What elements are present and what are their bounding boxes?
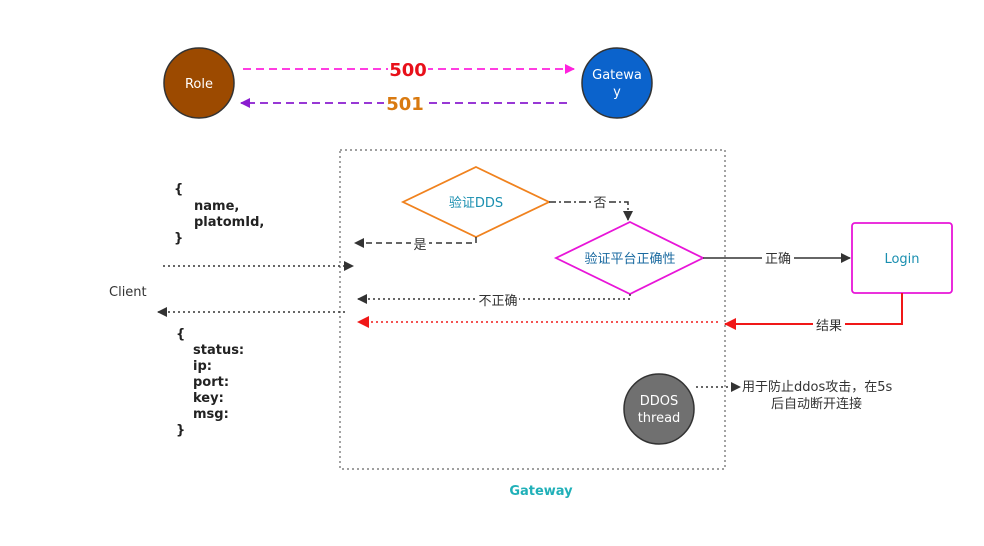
gateway-node	[581, 47, 653, 119]
response-field-msg: msg:	[193, 407, 229, 422]
role-node	[163, 47, 235, 119]
edge-dds-no-label: 否	[593, 196, 606, 211]
edge-platform-incorrect-label-bg	[477, 292, 519, 308]
edge-500-label-bg	[388, 59, 428, 79]
response-field-ip: ip:	[193, 359, 212, 374]
ddos-note-line2: 后自动断开连接	[771, 396, 862, 412]
request-open-brace: {	[174, 182, 183, 197]
edge-dds-yes-label: 是	[413, 238, 426, 253]
gateway-container-label: Gateway	[509, 484, 573, 499]
edge-platform-incorrect-label: 不正确	[478, 294, 517, 309]
gateway-container	[339, 149, 726, 470]
edge-501-label: 501	[386, 94, 424, 115]
edge-dds-no-label-bg	[591, 194, 609, 210]
edge-login-result-label: 结果	[816, 319, 842, 334]
client-label: Client	[109, 285, 147, 300]
request-field-platomid: platomId,	[194, 215, 264, 230]
gateway-node-label-line1: Gatewa	[592, 68, 642, 83]
edge-501-label-bg	[384, 93, 426, 113]
login-node-label: Login	[884, 252, 919, 267]
role-node-label: Role	[185, 77, 213, 92]
edge-dds-yes-label-bg	[411, 236, 429, 252]
ddos-note-line1: 用于防止ddos攻击，在5s	[742, 379, 893, 395]
gateway-node-label-line2: y	[613, 85, 621, 100]
edge-platform-correct-label: 正确	[765, 252, 791, 267]
edge-dds-no	[549, 201, 633, 221]
ddos-thread-label-line2: thread	[638, 411, 681, 426]
edge-dds-yes	[354, 237, 477, 248]
ddos-thread-label-line1: DDOS	[640, 394, 679, 409]
response-open-brace: {	[176, 327, 185, 342]
verify-platform-label: 验证平台正确性	[584, 251, 675, 267]
response-close-brace: }	[176, 423, 185, 438]
verify-dds-label: 验证DDS	[449, 195, 503, 211]
edge-platform-correct-label-bg	[762, 250, 794, 266]
request-field-name: name,	[194, 199, 239, 214]
edge-platform-incorrect	[357, 294, 631, 304]
request-close-brace: }	[174, 231, 183, 246]
ddos-thread-node	[623, 373, 695, 445]
edge-500-label: 500	[389, 60, 427, 81]
edge-login-result-label-bg	[813, 317, 845, 333]
response-field-key: key:	[193, 391, 224, 406]
response-field-status: status:	[193, 343, 244, 358]
edge-login-result	[724, 293, 903, 330]
response-field-port: port:	[193, 375, 229, 390]
